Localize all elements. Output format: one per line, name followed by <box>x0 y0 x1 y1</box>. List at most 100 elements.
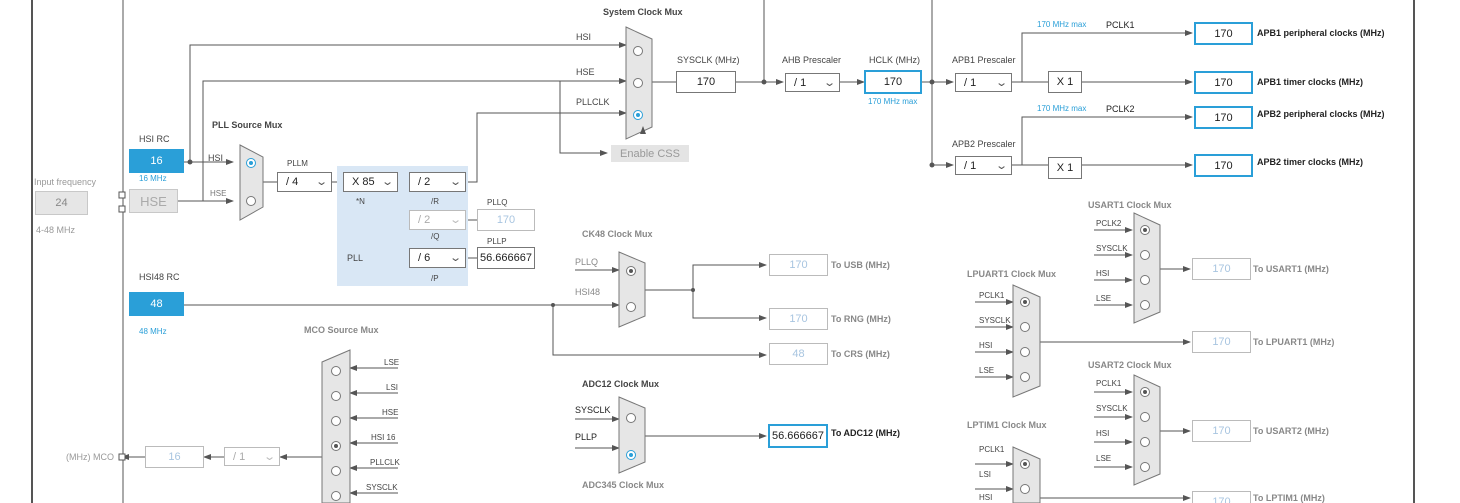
mco-input-sysclk: SYSCLK <box>366 483 398 492</box>
pll-source-hsi-radio[interactable] <box>246 158 256 168</box>
usart1-pclk2-radio[interactable] <box>1140 225 1150 235</box>
usart1-clock-field[interactable]: 170 <box>1192 258 1251 280</box>
mco-input-hsi16: HSI 16 <box>371 433 396 442</box>
usart2-input-pclk1: PCLK1 <box>1096 379 1122 388</box>
chevron-down-icon: ⌄ <box>448 176 462 188</box>
apb1-peripheral-field[interactable]: 170 <box>1194 22 1253 45</box>
system-mux-hse-label: HSE <box>576 67 595 77</box>
pllr-dropdown[interactable]: / 2⌄ <box>409 172 466 192</box>
mco-pllclk-radio[interactable] <box>331 466 341 476</box>
hsi48-rc-value[interactable]: 48 <box>129 292 184 316</box>
chevron-down-icon: ⌄ <box>994 160 1008 172</box>
ck48-mux-title: CK48 Clock Mux <box>582 229 653 239</box>
lptim1-clock-mux-shape <box>1012 446 1041 503</box>
chevron-down-icon: ⌄ <box>262 451 276 463</box>
apb1-timer-label: APB1 timer clocks (MHz) <box>1257 77 1364 87</box>
apb2-peripheral-label: APB2 peripheral clocks (MHz) <box>1257 109 1385 119</box>
lpuart1-input-pclk1: PCLK1 <box>979 291 1005 300</box>
adc12-pllp-radio[interactable] <box>626 450 636 460</box>
pllp-output-field[interactable]: 56.666667 <box>477 247 535 269</box>
pllq-output-field[interactable]: 170 <box>477 209 535 231</box>
ck48-pllq-radio[interactable] <box>626 266 636 276</box>
pllm-dropdown[interactable]: / 4⌄ <box>277 172 332 192</box>
usb-clock-field[interactable]: 170 <box>769 254 828 276</box>
adc12-clock-field[interactable]: 56.666667 <box>768 424 828 448</box>
lpuart1-input-hsi: HSI <box>979 341 993 350</box>
plln-label: *N <box>356 197 365 206</box>
crs-clock-field[interactable]: 48 <box>769 343 828 365</box>
usart2-lse-radio[interactable] <box>1140 462 1150 472</box>
hse-oscillator[interactable]: HSE <box>129 189 178 213</box>
chevron-down-icon: ⌄ <box>994 77 1008 89</box>
mco-input-lse: LSE <box>384 358 400 367</box>
usart2-input-hsi: HSI <box>1096 429 1110 438</box>
pllp-divider-label: /P <box>431 274 439 283</box>
mco-output-field[interactable]: 16 <box>145 446 204 468</box>
input-frequency-field[interactable]: 24 <box>35 191 88 215</box>
lpuart1-hsi-radio[interactable] <box>1020 347 1030 357</box>
hclk-field[interactable]: 170 <box>864 70 922 94</box>
pll-source-hse-radio[interactable] <box>246 196 256 206</box>
enable-css-button[interactable]: Enable CSS <box>611 145 689 162</box>
pllp-dropdown[interactable]: / 6⌄ <box>409 248 466 268</box>
usart2-hsi-radio[interactable] <box>1140 437 1150 447</box>
lpuart1-pclk1-radio[interactable] <box>1020 297 1030 307</box>
mco-sysclk-radio[interactable] <box>331 491 341 501</box>
adc12-clock-mux-shape <box>618 396 646 474</box>
usart2-sysclk-radio[interactable] <box>1140 412 1150 422</box>
apb1-timer-field[interactable]: 170 <box>1194 71 1253 94</box>
hsi-rc-value[interactable]: 16 <box>129 149 184 173</box>
system-clock-mux-title: System Clock Mux <box>603 7 683 17</box>
mco-lse-radio[interactable] <box>331 366 341 376</box>
apb1-max-label: 170 MHz max <box>1037 20 1087 29</box>
apb2-prescaler-dropdown[interactable]: / 1⌄ <box>955 156 1012 175</box>
plln-dropdown[interactable]: X 85 ⌄ <box>343 172 398 192</box>
lpuart1-lse-radio[interactable] <box>1020 372 1030 382</box>
apb1-prescaler-label: APB1 Prescaler <box>952 55 1016 65</box>
usart1-lse-radio[interactable] <box>1140 300 1150 310</box>
lptim1-clock-label: To LPTIM1 (MHz) <box>1253 493 1325 503</box>
mco-input-pllclk: PLLCLK <box>370 458 400 467</box>
lpuart1-clock-field[interactable]: 170 <box>1192 331 1251 353</box>
lptim1-pclk1-radio[interactable] <box>1020 459 1030 469</box>
mco-divider-dropdown[interactable]: / 1⌄ <box>224 447 280 466</box>
plln-value: X 85 <box>352 176 375 188</box>
apb1-prescaler-dropdown[interactable]: / 1⌄ <box>955 73 1012 92</box>
rng-clock-field[interactable]: 170 <box>769 308 828 330</box>
system-mux-hsi-radio[interactable] <box>633 46 643 56</box>
mco-hse-radio[interactable] <box>331 416 341 426</box>
mco-lsi-radio[interactable] <box>331 391 341 401</box>
lptim1-lsi-radio[interactable] <box>1020 484 1030 494</box>
hsi-rc-title: HSI RC <box>139 134 170 144</box>
lptim1-input-lsi: LSI <box>979 470 992 479</box>
lpuart1-sysclk-radio[interactable] <box>1020 322 1030 332</box>
usart1-sysclk-radio[interactable] <box>1140 250 1150 260</box>
lptim1-clock-field[interactable]: 170 <box>1192 491 1251 503</box>
mco-hsi16-radio[interactable] <box>331 441 341 451</box>
usart1-input-sysclk: SYSCLK <box>1096 244 1128 253</box>
sysclk-field[interactable]: 170 <box>676 71 736 93</box>
pll-source-mux-title: PLL Source Mux <box>212 120 283 130</box>
adc12-pllp-label: PLLP <box>575 432 598 442</box>
pllq-dropdown[interactable]: / 2⌄ <box>409 210 466 230</box>
apb2-timer-field[interactable]: 170 <box>1194 154 1253 177</box>
adc12-sysclk-radio[interactable] <box>626 413 636 423</box>
chevron-down-icon: ⌄ <box>448 214 462 226</box>
usart1-hsi-radio[interactable] <box>1140 275 1150 285</box>
mco-source-mux-shape <box>321 349 351 503</box>
hclk-max-label: 170 MHz max <box>868 97 918 106</box>
ahb-prescaler-dropdown[interactable]: / 1⌄ <box>785 73 840 92</box>
hsi-rc-freq: 16 MHz <box>139 174 167 183</box>
usart2-pclk1-radio[interactable] <box>1140 387 1150 397</box>
usart2-clock-field[interactable]: 170 <box>1192 420 1251 442</box>
system-mux-pllclk-radio[interactable] <box>633 110 643 120</box>
ck48-hsi48-radio[interactable] <box>626 302 636 312</box>
chevron-down-icon: ⌄ <box>380 176 394 188</box>
apb2-peripheral-field[interactable]: 170 <box>1194 106 1253 129</box>
usart1-clock-label: To USART1 (MHz) <box>1253 264 1329 274</box>
chevron-down-icon: ⌄ <box>448 252 462 264</box>
system-mux-hse-radio[interactable] <box>633 78 643 88</box>
pll-source-hsi-label: HSI <box>208 153 224 163</box>
